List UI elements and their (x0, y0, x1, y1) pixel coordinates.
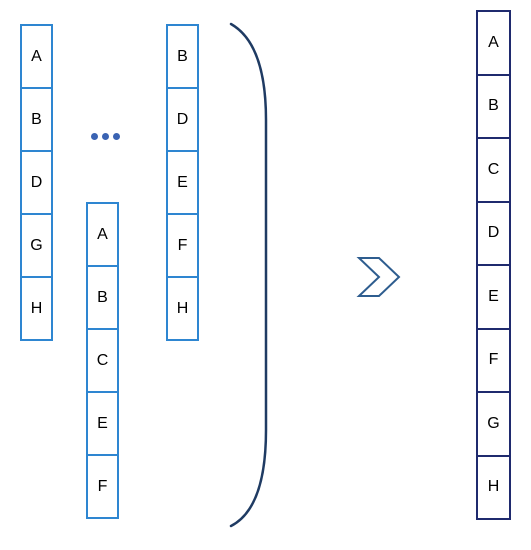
list-cell: A (20, 24, 53, 89)
list-cell: G (20, 213, 53, 278)
result-cell: H (476, 454, 511, 520)
chevron-right-icon (356, 257, 401, 297)
result-cell: B (476, 73, 511, 139)
right-bracket-icon (229, 22, 268, 528)
list-cell: B (86, 265, 119, 330)
input-list-3: B D E F H (166, 24, 199, 341)
input-list-1: A B D G H (20, 24, 53, 341)
result-cell: C (476, 137, 511, 203)
ellipsis-icon (91, 133, 120, 140)
list-cell: H (166, 276, 199, 341)
ellipsis-dot (102, 133, 109, 140)
list-cell: H (20, 276, 53, 341)
result-cell: A (476, 10, 511, 76)
result-cell: F (476, 327, 511, 393)
result-cell: D (476, 200, 511, 266)
input-list-2: A B C E F (86, 202, 119, 519)
result-cell: E (476, 264, 511, 330)
list-cell: B (166, 24, 199, 89)
result-cell: G (476, 391, 511, 457)
list-cell: D (20, 150, 53, 215)
merged-result-list: A B C D E F G H (476, 10, 511, 520)
list-cell: F (86, 454, 119, 519)
ellipsis-dot (113, 133, 120, 140)
ellipsis-dot (91, 133, 98, 140)
list-cell: E (86, 391, 119, 456)
list-cell: F (166, 213, 199, 278)
list-cell: A (86, 202, 119, 267)
list-cell: D (166, 87, 199, 152)
